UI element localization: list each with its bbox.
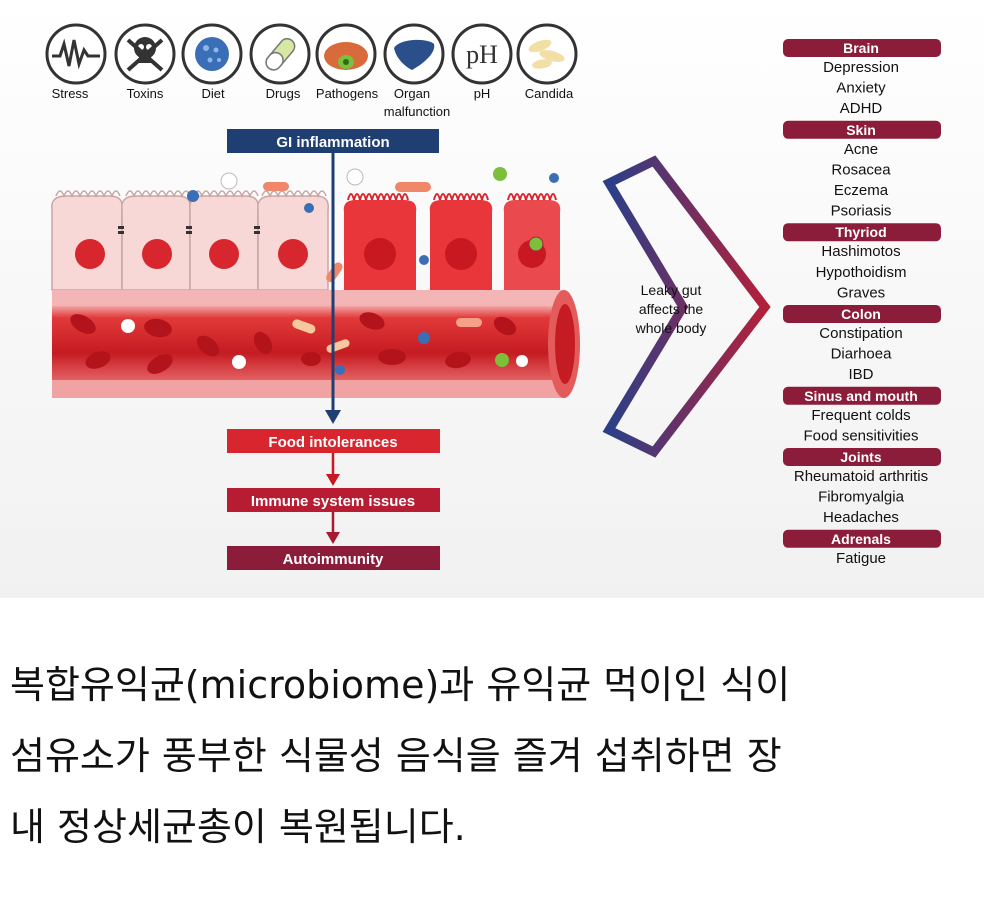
category-bar-brain: [783, 39, 941, 57]
symptom-item: Graves: [837, 284, 885, 301]
cause-label-toxins: Toxins: [127, 86, 164, 101]
leaky-gut-line-2: affects the: [639, 301, 704, 317]
symptom-item: Fatigue: [836, 550, 886, 567]
liver-organ-icon: [383, 23, 445, 85]
flow-arrow-head: [325, 410, 341, 424]
outcome-arrow-2: [326, 532, 340, 544]
cause-label-stress: Stress: [52, 86, 89, 101]
food-intolerances-bar: [227, 429, 440, 453]
cause-label-diet: Diet: [201, 86, 225, 101]
category-bar-thyriod: [783, 223, 941, 242]
outcome-label-autoimmunity: Autoimmunity: [283, 551, 384, 568]
intestinal-epithelium: [51, 190, 561, 291]
symptom-item: Hypothoidism: [816, 264, 907, 281]
immune-issues-bar: [227, 488, 440, 512]
category-bar-colon: [783, 305, 941, 323]
outcome-label-immune-issues: Immune system issues: [251, 493, 415, 510]
symptom-item: IBD: [848, 366, 873, 383]
luminal-particles: [187, 167, 559, 283]
healthy-cells: [51, 190, 329, 291]
leaky-gut-line-3: whole body: [635, 320, 707, 336]
cause-label-candida: Candida: [525, 86, 574, 101]
cause-label-organ-line2: malfunction: [384, 104, 450, 119]
symptom-item: Constipation: [819, 325, 902, 342]
cause-label-pathogens: Pathogens: [316, 86, 379, 101]
category-label-skin: Skin: [846, 122, 876, 138]
gi-inflammation-bar: [227, 129, 439, 153]
category-bar-skin: [783, 120, 941, 139]
symptom-item: Rosacea: [831, 161, 891, 178]
category-label-thyriod: Thyriod: [835, 224, 886, 240]
candida-yeast-icon: [516, 23, 578, 85]
category-label-adrenals: Adrenals: [831, 531, 891, 547]
inflamed-cells: [343, 193, 561, 290]
symptom-item: Psoriasis: [831, 203, 892, 220]
category-label-colon: Colon: [841, 306, 881, 322]
cause-label-organ: Organ: [394, 86, 430, 101]
leaky-gut-infographic: pH Stress Toxins Diet Drugs Pathogens Or…: [0, 0, 984, 598]
cause-icons-row: pH: [45, 23, 578, 85]
pathogen-cell-icon: [315, 23, 377, 85]
category-label-joints: Joints: [840, 449, 881, 465]
cause-label-drugs: Drugs: [266, 86, 301, 101]
skull-crossbones-icon: [114, 23, 176, 85]
symptom-item: Diarhoea: [831, 346, 893, 363]
category-label-sinus-and-mouth: Sinus and mouth: [804, 388, 918, 404]
cause-label-ph: pH: [474, 86, 491, 101]
symptom-item: Fibromyalgia: [818, 489, 905, 506]
category-bar-joints: [783, 448, 941, 466]
korean-caption: 복합유익균(microbiome)과 유익균 먹이인 식이 섬유소가 풍부한 식…: [10, 650, 974, 863]
stress-wave-icon: [45, 23, 107, 85]
ph-symbol-text: pH: [466, 40, 498, 69]
caption-line-2: 섬유소가 풍부한 식물성 음식을 즐겨 섭취하면 장: [10, 734, 782, 778]
pill-capsule-icon: [249, 23, 311, 85]
symptom-item: Headaches: [823, 509, 899, 526]
symptom-item: Anxiety: [836, 80, 886, 97]
outcome-arrow-1: [326, 474, 340, 486]
caption-line-3: 내 정상세균총이 복원됩니다.: [10, 805, 466, 849]
outcome-label-food-intolerances: Food intolerances: [268, 434, 397, 451]
category-bar-adrenals: [783, 529, 941, 548]
blood-vessel: [52, 290, 580, 398]
cause-labels: Stress Toxins Diet Drugs Pathogens Organ…: [52, 86, 574, 119]
leaky-gut-line-1: Leaky gut: [641, 282, 702, 298]
leaky-gut-arrow: [602, 155, 771, 458]
gi-inflammation-label: GI inflammation: [276, 134, 389, 151]
category-bar-sinus-and-mouth: [783, 386, 941, 405]
food-ball-icon: [181, 23, 243, 85]
symptom-item: Frequent colds: [811, 407, 910, 424]
symptom-item: Food sensitivities: [803, 427, 918, 444]
symptom-item: Rheumatoid arthritis: [794, 468, 928, 485]
symptom-item: Hashimotos: [821, 243, 900, 260]
symptom-item: Eczema: [834, 182, 889, 199]
symptom-item: Acne: [844, 141, 878, 158]
autoimmunity-bar: [227, 546, 440, 570]
ph-symbol-icon: pH: [451, 23, 513, 85]
caption-line-1: 복합유익균(microbiome)과 유익균 먹이인 식이: [10, 663, 791, 707]
symptom-item: Depression: [823, 59, 899, 76]
category-label-brain: Brain: [843, 40, 879, 56]
symptom-item: ADHD: [840, 100, 883, 117]
